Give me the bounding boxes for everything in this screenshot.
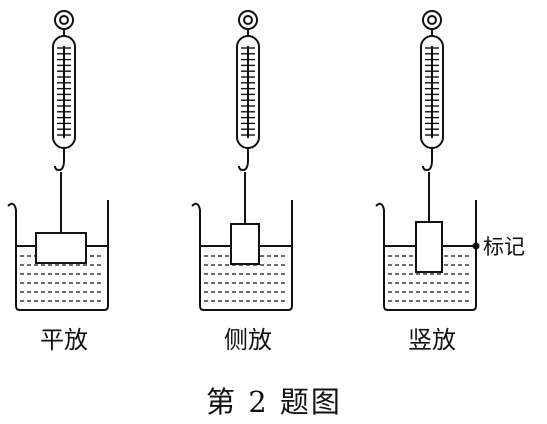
- mark-label: 标记: [483, 235, 525, 259]
- scale-ring: [422, 10, 442, 30]
- block: [230, 223, 260, 265]
- scale-ring: [238, 10, 258, 30]
- setup-side: 侧放: [191, 10, 293, 354]
- beaker: [7, 200, 109, 311]
- block: [35, 232, 87, 264]
- setup-label: 侧放: [224, 326, 272, 354]
- setup-flat: 平放: [7, 10, 109, 354]
- block: [415, 221, 443, 273]
- scale-hook: [422, 159, 433, 172]
- scale-ring-inner: [59, 15, 69, 25]
- setup-upright: 竖放 标记: [375, 10, 525, 354]
- scale-ring-inner: [243, 15, 253, 25]
- beaker: [191, 200, 293, 311]
- scale-hook: [238, 159, 249, 172]
- beaker: [375, 200, 477, 311]
- scale-ring: [54, 10, 74, 30]
- mark-dot: [472, 242, 480, 250]
- setup-label: 平放: [40, 326, 88, 354]
- scale-hook: [54, 159, 65, 172]
- setup-label: 竖放: [408, 326, 456, 354]
- figure-caption: 第 2 题图: [206, 385, 342, 419]
- scale-ring-inner: [427, 15, 437, 25]
- setups-group: 平放 侧放 竖放 标记: [7, 10, 525, 354]
